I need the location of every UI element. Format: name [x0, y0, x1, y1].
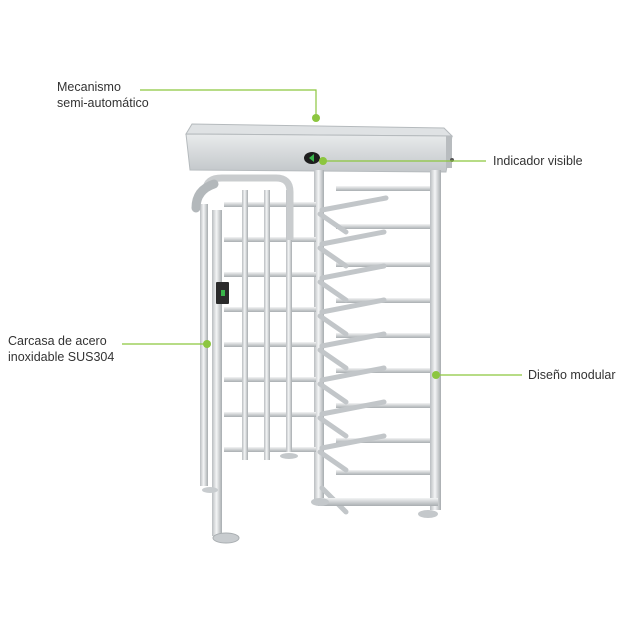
- right-fixed-bars: [336, 186, 436, 475]
- callout-diseno-text: Diseño modular: [528, 368, 616, 382]
- callout-mecanismo: Mecanismo semi-automático: [57, 79, 149, 111]
- callout-indicador: Indicador visible: [493, 153, 583, 169]
- callout-diseno: Diseño modular: [528, 367, 616, 383]
- callout-indicador-text: Indicador visible: [493, 154, 583, 168]
- right-pole: [430, 170, 441, 510]
- callout-carcasa-line1: Carcasa de acero: [8, 334, 107, 348]
- callout-carcasa-line2: inoxidable SUS304: [8, 350, 115, 364]
- rotor-arms: [317, 195, 389, 515]
- callout-dots: [203, 114, 440, 379]
- top-housing: [185, 123, 454, 173]
- callout-mecanismo-line1: Mecanismo: [57, 80, 121, 94]
- card-reader-icon: [216, 282, 229, 304]
- arrow-icon: [304, 152, 320, 164]
- callout-mecanismo-line2: semi-automático: [57, 96, 149, 110]
- callout-lines: [122, 89, 522, 376]
- rotor-pole: [314, 170, 324, 504]
- callout-carcasa: Carcasa de acero inoxidable SUS304: [8, 333, 114, 365]
- inner-vertical-bars: [242, 190, 292, 460]
